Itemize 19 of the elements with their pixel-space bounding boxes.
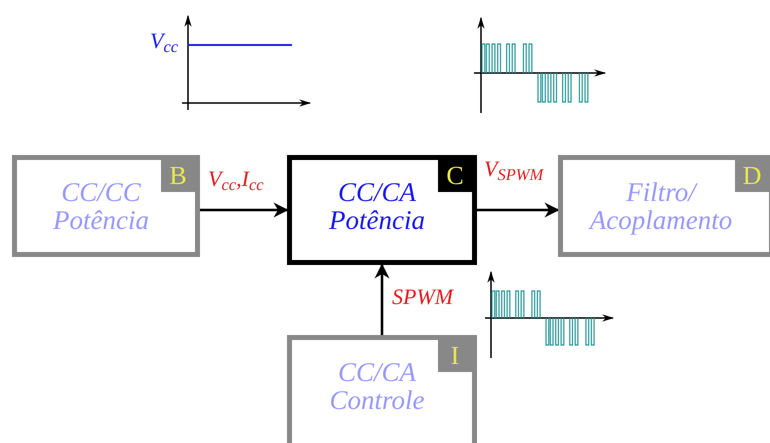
arrow: [477, 202, 560, 218]
edge-label: V$_{SPWM}$: [484, 158, 544, 180]
corner-tag: C: [438, 160, 472, 192]
box-title: CC/CA Controle: [328, 358, 426, 414]
box-title: CC/CC Potência: [52, 178, 150, 234]
corner-tag: I: [438, 340, 472, 372]
box-title: Filtro/ Acoplamento: [587, 178, 734, 234]
corner-tag: D: [735, 160, 769, 192]
box-title: CC/CA Potência: [328, 178, 426, 234]
corner-tag: B: [161, 160, 195, 192]
edge-label: V$_{cc}$,I$_{cc}$: [208, 168, 264, 190]
process-box: [12, 155, 200, 257]
axis-label: V$_{cc}$: [150, 30, 178, 52]
arrow: [200, 202, 288, 218]
process-box: [558, 155, 770, 257]
process-box: [287, 155, 477, 265]
edge-label: SPWM: [392, 286, 454, 308]
arrow: [374, 264, 390, 335]
process-box: [287, 335, 477, 443]
